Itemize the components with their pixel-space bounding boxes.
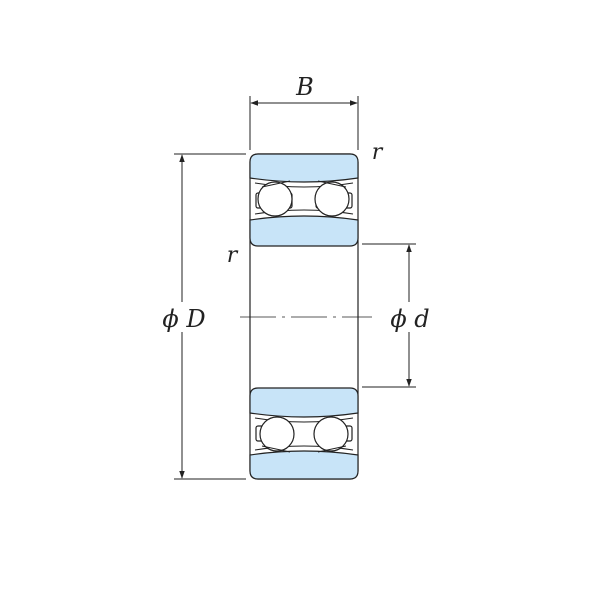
dimension-width: B (249, 73, 359, 150)
width-label: B (295, 73, 314, 101)
ball-top-left (257, 181, 293, 217)
chamfer-label-top: r (372, 140, 384, 165)
inner-diameter-label: ϕ d (390, 305, 429, 333)
ball-top-right (314, 181, 350, 217)
dimension-inner-diameter: ϕ d (362, 243, 434, 388)
bottom-section (249, 387, 359, 480)
outer-diameter-label: ϕ D (162, 305, 205, 333)
dimension-outer-diameter: ϕ D (158, 153, 246, 480)
ball-bottom-left (259, 416, 295, 452)
outer-ring-bottom (249, 450, 359, 480)
inner-ring-bottom (249, 387, 359, 418)
chamfer-label-left: r (227, 243, 239, 268)
ball-bottom-right (313, 416, 349, 452)
inner-ring-top (249, 215, 359, 247)
outer-ring-top (249, 153, 359, 183)
top-section (249, 153, 359, 247)
